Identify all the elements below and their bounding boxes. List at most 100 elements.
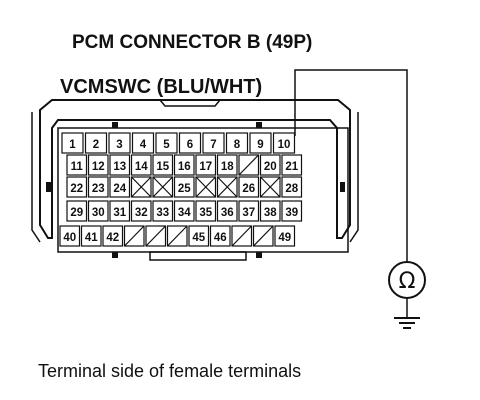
terminal-cell	[145, 225, 167, 247]
terminal-cell	[108, 132, 131, 154]
unused-slash-mark	[124, 225, 145, 247]
terminal-number: 24	[113, 183, 126, 195]
terminal-number: 41	[85, 232, 98, 244]
terminal-cell	[173, 176, 195, 198]
terminal-number: 23	[92, 183, 105, 195]
terminal-number: 3	[116, 139, 122, 151]
terminal-cell	[84, 132, 108, 154]
terminal-cell	[202, 132, 225, 154]
unused-slash-mark	[231, 225, 252, 247]
terminal-number: 34	[178, 207, 191, 219]
terminal-number: 4	[140, 139, 147, 151]
blank-cross-mark	[131, 176, 152, 198]
terminal-number: 16	[178, 161, 191, 173]
terminal-number: 39	[285, 207, 298, 219]
terminal-cell	[216, 154, 238, 176]
terminal-cell	[173, 200, 195, 222]
caption: Terminal side of female terminals	[38, 361, 301, 381]
unused-slash-mark	[167, 225, 188, 247]
unused-slash-mark	[145, 225, 166, 247]
terminal-number: 30	[92, 207, 105, 219]
terminal-number: 20	[264, 161, 277, 173]
terminal-cell	[131, 132, 155, 154]
blank-cross-mark	[195, 176, 216, 198]
terminal-number: 8	[234, 139, 241, 151]
terminal-cell	[195, 176, 217, 198]
terminal-cell	[152, 176, 174, 198]
ohm-symbol: Ω	[399, 269, 416, 294]
terminal-cell	[87, 154, 109, 176]
terminal-cell	[173, 154, 195, 176]
terminal-cell	[109, 176, 131, 198]
terminal-cell	[238, 200, 260, 222]
terminal-cell	[102, 225, 124, 247]
terminal-cell	[216, 176, 238, 198]
terminal-cell	[80, 225, 102, 247]
unused-slash-mark	[238, 154, 259, 176]
blank-cross-mark	[260, 176, 281, 198]
terminal-cell	[281, 154, 303, 176]
terminal-number: 49	[278, 232, 291, 244]
terminal-number: 7	[210, 139, 216, 151]
terminal-cell	[66, 200, 88, 222]
blank-cross-mark	[152, 176, 173, 198]
terminal-cell	[272, 132, 296, 154]
terminal-cell	[252, 225, 274, 247]
terminal-cell	[281, 200, 303, 222]
terminal-cell	[238, 154, 260, 176]
terminal-cell	[59, 225, 81, 247]
terminal-number: 45	[192, 232, 205, 244]
terminal-number: 37	[242, 207, 255, 219]
terminal-cell	[66, 176, 88, 198]
terminal-cell	[225, 132, 249, 154]
connector-housing	[31, 99, 359, 261]
terminal-number: 35	[199, 207, 212, 219]
probe-wire	[294, 69, 408, 262]
terminal-cell	[195, 200, 217, 222]
terminal-number: 46	[214, 232, 227, 244]
diagram-title: PCM CONNECTOR B (49P)	[72, 32, 312, 53]
terminal-number: 10	[278, 139, 291, 151]
terminal-cell	[249, 132, 272, 154]
terminal-cell	[123, 225, 145, 247]
terminal-number: 29	[70, 207, 83, 219]
terminal-number: 17	[199, 161, 212, 173]
terminal-cell	[259, 176, 281, 198]
terminal-cell	[274, 225, 296, 247]
terminal-number: 42	[106, 232, 119, 244]
terminal-cell	[209, 225, 231, 247]
terminal-cell	[238, 176, 260, 198]
terminal-number: 15	[156, 161, 169, 173]
terminal-cell	[87, 200, 109, 222]
terminal-number: 11	[71, 161, 84, 173]
terminal-cell	[130, 154, 152, 176]
terminal-cell	[109, 200, 131, 222]
terminal-number: 26	[242, 183, 255, 195]
terminal-cell	[130, 200, 152, 222]
terminal-number: 36	[221, 207, 234, 219]
terminal-cell	[155, 132, 178, 154]
terminal-cell	[188, 225, 210, 247]
terminal-cell	[166, 225, 188, 247]
terminal-number: 1	[69, 139, 76, 151]
unused-slash-mark	[253, 225, 274, 247]
terminal-cell	[259, 154, 281, 176]
terminal-cell	[216, 200, 238, 222]
terminal-cell	[152, 200, 174, 222]
terminal-number: 38	[264, 207, 277, 219]
ohmmeter-icon: Ω	[388, 261, 426, 299]
terminal-number: 14	[135, 161, 148, 173]
wire-label: VCMSWC (BLU/WHT)	[60, 76, 262, 98]
terminal-cell	[152, 154, 174, 176]
terminal-cell	[259, 200, 281, 222]
terminal-number: 40	[63, 232, 76, 244]
terminal-number: 2	[93, 139, 99, 151]
terminal-number: 33	[156, 207, 169, 219]
terminal-number: 22	[70, 183, 83, 195]
blank-cross-mark	[217, 176, 238, 198]
terminal-number: 28	[285, 183, 298, 195]
terminal-cell	[231, 225, 253, 247]
